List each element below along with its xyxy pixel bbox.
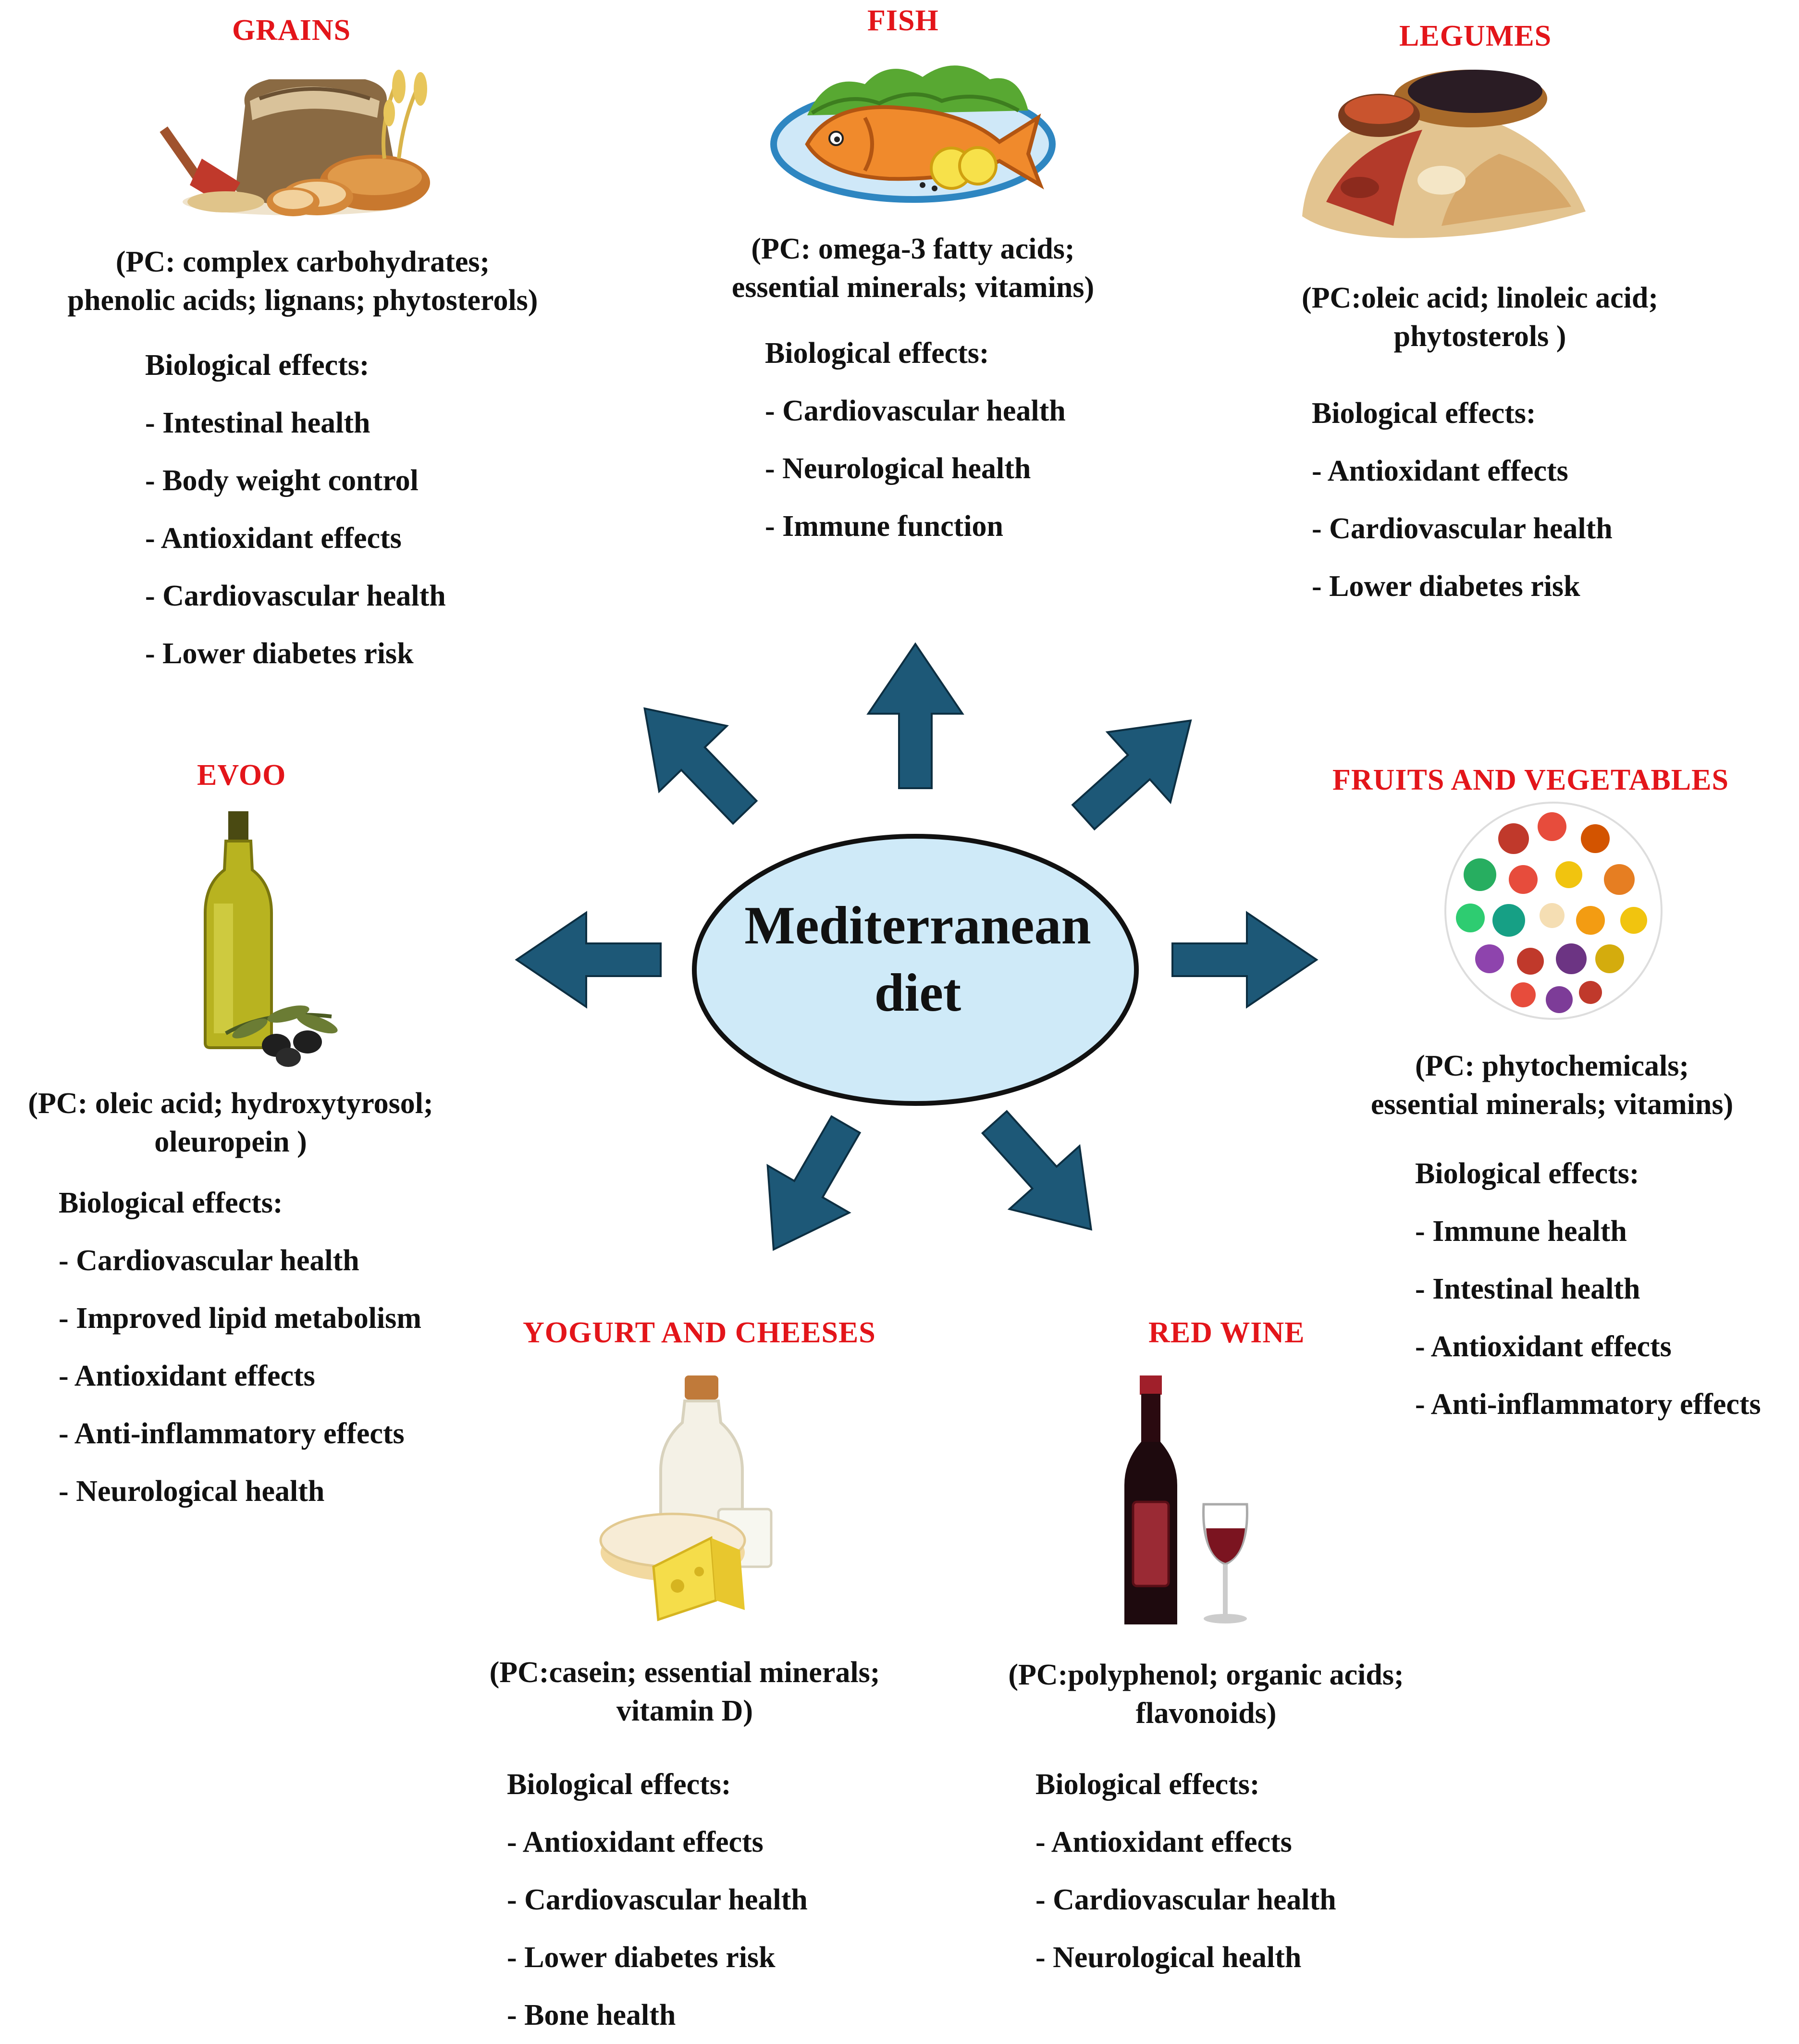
arrow-to-legumes: [1051, 684, 1223, 853]
legumes-pc-line: phytosterols ): [1393, 320, 1566, 353]
evoo-effect-item: - Anti-inflammatory effects: [59, 1417, 405, 1450]
fruits-vegetables-plate-icon: [1444, 802, 1663, 1020]
fish-effect-item: - Cardiovascular health: [765, 395, 1066, 427]
yogurt-effects-heading: Biological effects:: [507, 1768, 731, 1801]
fruits-pc-line: (PC: phytochemicals;: [1415, 1050, 1689, 1082]
fish-title: FISH: [867, 4, 939, 37]
wine-title: RED WINE: [1148, 1316, 1305, 1349]
grains-effect-item: - Intestinal health: [145, 407, 370, 439]
evoo-effects: Biological effects: - Cardiovascular hea…: [59, 1174, 421, 1520]
wine-effect-item: - Neurological health: [1035, 1941, 1302, 1974]
legumes-effect-item: - Cardiovascular health: [1312, 512, 1613, 545]
yogurt-pc-line: (PC:casein; essential minerals;: [489, 1656, 880, 1689]
fruits-pc-line: essential minerals; vitamins): [1370, 1088, 1734, 1121]
yogurt-effect-item: - Antioxidant effects: [507, 1826, 764, 1858]
yogurt-pc-line: vitamin D): [616, 1695, 753, 1727]
red-wine-bottle-glass-icon: [1124, 1375, 1248, 1624]
wine-effects-heading: Biological effects:: [1035, 1768, 1260, 1801]
legumes-effect-item: - Antioxidant effects: [1312, 455, 1568, 487]
arrow-to-wine: [959, 1090, 1127, 1262]
fruits-effects-heading: Biological effects:: [1415, 1157, 1639, 1190]
fish-effects-heading: Biological effects:: [765, 337, 989, 370]
evoo-effect-item: - Cardiovascular health: [59, 1244, 359, 1277]
grains-effects-heading: Biological effects:: [145, 349, 370, 382]
grains-pc-line: (PC: complex carbohydrates;: [115, 246, 490, 278]
grains-effect-item: - Cardiovascular health: [145, 580, 446, 612]
legumes-pc: (PC:oleic acid; linoleic acid; phytoster…: [1269, 279, 1691, 356]
center-ellipse: [692, 834, 1139, 1106]
evoo-title: EVOO: [197, 759, 286, 792]
yogurt-effect-item: - Bone health: [507, 1999, 676, 2032]
grains-effect-item: - Lower diabetes risk: [145, 637, 414, 670]
evoo-pc-line: oleuropein ): [154, 1126, 307, 1158]
wine-effect-item: - Cardiovascular health: [1035, 1883, 1336, 1916]
legumes-beans-icon: [1302, 70, 1586, 238]
fruits-title: FRUITS AND VEGETABLES: [1332, 764, 1729, 796]
grains-bread-sack-icon: [160, 70, 430, 216]
fish-effect-item: - Neurological health: [765, 452, 1031, 485]
fish-effect-item: - Immune function: [765, 510, 1004, 543]
legumes-pc-line: (PC:oleic acid; linoleic acid;: [1301, 282, 1659, 314]
milk-cheese-icon: [599, 1375, 773, 1622]
grains-effect-item: - Antioxidant effects: [145, 522, 402, 555]
fruits-effect-item: - Immune health: [1415, 1215, 1627, 1248]
wine-effects: Biological effects: - Antioxidant effect…: [1035, 1756, 1336, 1986]
yogurt-effect-item: - Cardiovascular health: [507, 1883, 808, 1916]
fruits-effect-item: - Antioxidant effects: [1415, 1330, 1672, 1363]
wine-pc: (PC:polyphenol; organic acids; flavonoid…: [980, 1656, 1432, 1733]
grains-title: GRAINS: [232, 14, 351, 47]
arrow-to-evoo: [516, 912, 662, 1008]
yogurt-effect-item: - Lower diabetes risk: [507, 1941, 776, 1974]
fruits-pc: (PC: phytochemicals; essential minerals;…: [1341, 1047, 1763, 1124]
fruits-effect-item: - Anti-inflammatory effects: [1415, 1388, 1761, 1421]
fish-effects: Biological effects: - Cardiovascular hea…: [765, 324, 1066, 555]
grains-effect-item: - Body weight control: [145, 464, 419, 497]
legumes-title: LEGUMES: [1399, 20, 1552, 52]
evoo-effect-item: - Antioxidant effects: [59, 1360, 315, 1392]
yogurt-pc: (PC:casein; essential minerals; vitamin …: [468, 1653, 901, 1730]
arrow-to-yogurt: [732, 1100, 887, 1274]
fruits-effect-item: - Intestinal health: [1415, 1273, 1640, 1305]
fish-pc: (PC: omega-3 fatty acids; essential mine…: [687, 230, 1139, 307]
arrow-to-fish: [867, 643, 963, 789]
evoo-effect-item: - Improved lipid metabolism: [59, 1302, 421, 1335]
center-label-line1: Mediterranean: [744, 896, 1091, 955]
fish-pc-line: essential minerals; vitamins): [731, 271, 1095, 304]
arrow-to-grains: [610, 675, 780, 846]
arrow-to-fruits: [1171, 912, 1318, 1008]
yogurt-title: YOGURT AND CHEESES: [523, 1316, 876, 1349]
fruits-effects: Biological effects: - Immune health - In…: [1415, 1145, 1761, 1433]
yogurt-effects: Biological effects: - Antioxidant effect…: [507, 1756, 808, 2044]
evoo-effects-heading: Biological effects:: [59, 1187, 283, 1219]
legumes-effects: Biological effects: - Antioxidant effect…: [1312, 384, 1613, 615]
legumes-effect-item: - Lower diabetes risk: [1312, 570, 1580, 603]
evoo-pc-line: (PC: oleic acid; hydroxytyrosol;: [28, 1087, 433, 1120]
legumes-effects-heading: Biological effects:: [1312, 397, 1536, 430]
evoo-effect-item: - Neurological health: [59, 1475, 325, 1508]
fish-plate-icon: [770, 65, 1056, 203]
wine-effect-item: - Antioxidant effects: [1035, 1826, 1292, 1858]
evoo-pc: (PC: oleic acid; hydroxytyrosol; oleurop…: [0, 1084, 461, 1161]
center-label-line2: diet: [874, 963, 961, 1023]
center-label: Mediterranean diet: [702, 892, 1134, 1027]
grains-effects: Biological effects: - Intestinal health …: [145, 336, 446, 682]
wine-pc-line: flavonoids): [1135, 1697, 1277, 1730]
fish-pc-line: (PC: omega-3 fatty acids;: [751, 233, 1075, 265]
grains-pc-line: phenolic acids; lignans; phytosterols): [67, 284, 538, 317]
grains-pc: (PC: complex carbohydrates; phenolic aci…: [48, 243, 557, 320]
olive-oil-bottle-icon: [204, 811, 338, 1067]
wine-pc-line: (PC:polyphenol; organic acids;: [1008, 1659, 1404, 1691]
